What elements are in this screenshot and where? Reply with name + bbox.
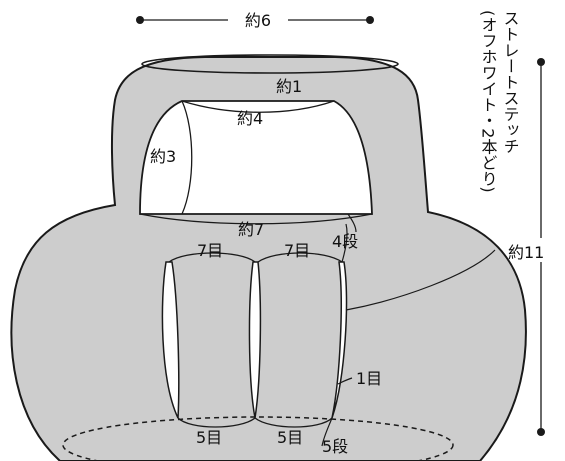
- label-stitch-7a: 7目: [197, 241, 223, 260]
- slit-middle: [248, 261, 262, 419]
- height-dot-top: [537, 58, 545, 66]
- top-width-dot-left: [136, 16, 144, 24]
- label-rows-4: 4段: [332, 232, 358, 251]
- opening-bottom-curve: [139, 213, 373, 225]
- slit-left: [161, 261, 180, 419]
- top-width-dot-right: [366, 16, 374, 24]
- opening-side-curve: [181, 100, 193, 215]
- bottom-dashed-ellipse: [62, 416, 454, 461]
- label-opening-bottom: 約7: [238, 220, 264, 239]
- opening-top-curve: [181, 100, 335, 113]
- opening-side-bracket: [347, 213, 357, 233]
- label-rows-5: 5段: [322, 437, 348, 456]
- label-height: 約11: [508, 243, 544, 262]
- slit-right: [331, 261, 348, 419]
- body-silhouette: [10, 56, 527, 461]
- straight-stitch-leader: [345, 249, 496, 311]
- label-straight-stitch: ストレートステッチ: [501, 10, 520, 154]
- arc-bottom-left: [177, 417, 256, 428]
- rows-4-bracket: [341, 223, 348, 263]
- arc-bottom-right: [254, 417, 333, 428]
- arc-top-right: [257, 252, 343, 263]
- label-opening-top: 約4: [237, 109, 263, 128]
- rows-5-bracket: [321, 417, 333, 447]
- label-stitch-5b: 5目: [277, 428, 303, 447]
- label-stitch-7b: 7目: [284, 241, 310, 260]
- label-top-width: 約6: [245, 11, 271, 30]
- label-opening-side: 約3: [150, 147, 176, 166]
- height-dot-bottom: [537, 428, 545, 436]
- stitch-1-leader: [337, 377, 353, 385]
- label-gap-top: 約1: [276, 77, 302, 96]
- arc-top-left: [168, 252, 256, 263]
- label-straight-stitch-note: (オフホワイト・2本どり): [479, 10, 498, 193]
- label-stitch-5a: 5目: [196, 428, 222, 447]
- top-opening-ellipse: [141, 54, 399, 74]
- label-stitch-1: 1目: [356, 369, 382, 388]
